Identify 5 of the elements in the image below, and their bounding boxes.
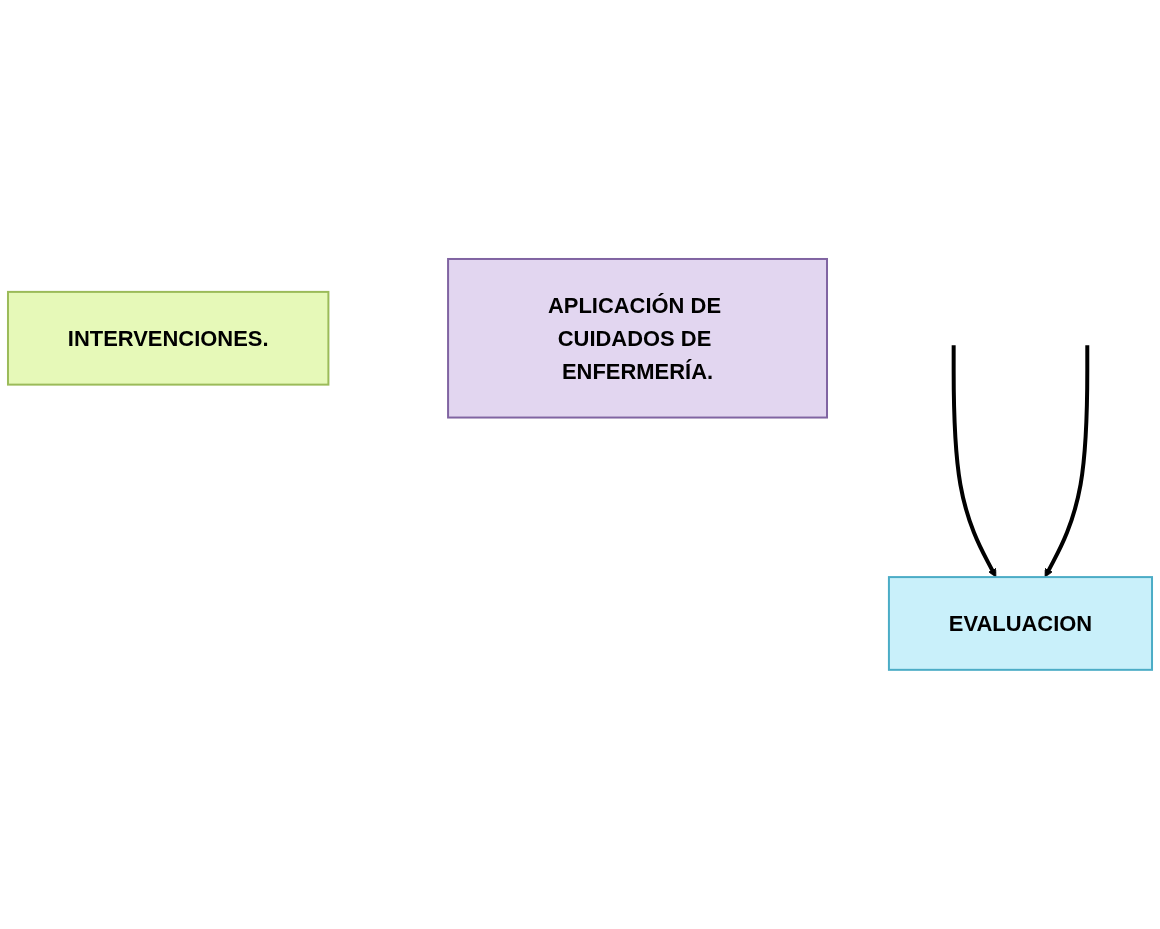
- arrow: [1044, 345, 1090, 578]
- node-box: EVALUACION: [887, 576, 1153, 671]
- node-box: APLICACIÓN DE CUIDADOS DE ENFERMERÍA.: [447, 258, 828, 419]
- node-box: INTERVENCIONES.: [7, 291, 330, 386]
- arrow: [951, 345, 997, 578]
